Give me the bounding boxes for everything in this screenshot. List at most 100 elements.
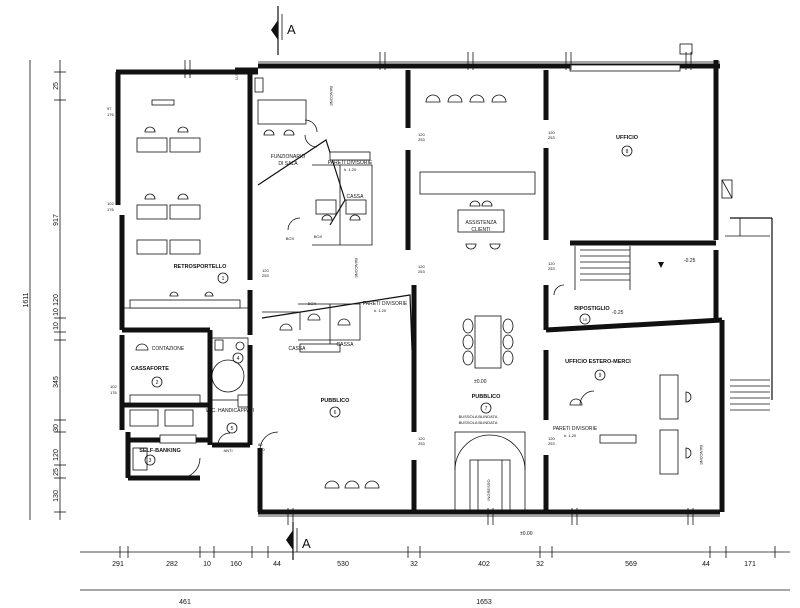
label-cassa-2: CASSA <box>289 346 307 352</box>
dim-left-7: 120 <box>53 449 60 461</box>
furniture-room-9 <box>569 374 692 475</box>
label-cassa-3: CASSA <box>337 342 355 348</box>
opening-5-h: 253 <box>548 266 555 271</box>
opening-9-h: 176 <box>107 207 114 212</box>
section-mark-top: A <box>271 6 296 55</box>
dim-bottom-9: 569 <box>625 561 637 568</box>
label-pareti-2: PARETI DIVISORIE <box>363 301 408 307</box>
cashier-boxes-top <box>257 134 373 246</box>
dim-left-5: 345 <box>53 376 60 388</box>
room-name-5: W.C. HANDICAPPATI <box>206 408 254 414</box>
room-number-2: 2 <box>156 380 159 386</box>
opening-8-h: 176 <box>107 112 114 117</box>
label-bancone-2: BANCONE <box>354 258 359 278</box>
furniture-room-1 <box>129 99 241 309</box>
opening-1-h: 253 <box>262 273 269 278</box>
window-markers <box>184 52 694 525</box>
opening-8-w: 97 <box>107 106 112 111</box>
dim-bottom-total-1: 1653 <box>476 599 492 606</box>
opening-4-w: 120 <box>548 130 555 135</box>
room-number-6: 6 <box>334 410 337 416</box>
room-number-5: 5 <box>231 426 234 432</box>
label-us: U.S. <box>234 72 239 80</box>
label-pareti-3: PARETI DIVISORIE <box>553 426 598 432</box>
label-bancone-1: BANCONE <box>329 86 334 106</box>
dim-bottom-total-0: 461 <box>179 599 191 606</box>
level-2: -0.25 <box>612 310 624 316</box>
dim-left-0: 25 <box>53 82 60 90</box>
room-number-7: 7 <box>485 406 488 412</box>
room-number-1: 1 <box>222 276 225 282</box>
label-assistenza: ASSISTENZA <box>465 220 497 226</box>
exterior-stairs <box>721 179 773 411</box>
room-number-3: 3 <box>149 458 152 464</box>
opening-3-w: 120 <box>418 264 425 269</box>
label-anti: ANTI <box>223 448 232 453</box>
room-name-8: UFFICIO <box>616 135 639 141</box>
label-bancone-3: BANCONE <box>699 445 704 465</box>
furniture-room-6 <box>324 480 380 489</box>
opening-6-w: 120 <box>418 436 425 441</box>
service-rooms <box>129 119 318 479</box>
opening-labels: 120 253 120 253 120 253 120 253 120 253 … <box>107 106 555 452</box>
room-name-10: RIPOSTIGLIO <box>574 306 610 312</box>
dim-left-6: 30 <box>53 424 60 432</box>
label-bussola-2: BUSSOLA BLINDATA <box>459 420 498 425</box>
dim-bottom-11: 171 <box>744 561 756 568</box>
room-number-10: 10 <box>583 317 588 322</box>
dim-bottom-4: 44 <box>273 561 281 568</box>
room-number-4: 4 <box>237 356 240 362</box>
dim-bottom-7: 402 <box>478 561 490 568</box>
label-box-2: BOX <box>314 234 323 239</box>
label-funzionario: FUNZIONARIO <box>271 154 306 160</box>
label-cassa-1: CASSA <box>347 194 365 200</box>
furniture-room-8 <box>569 43 693 72</box>
opening-10-h: 176 <box>110 390 117 395</box>
label-ingresso: INGRESSO <box>486 479 491 500</box>
opening-9-w: 102 <box>107 201 114 206</box>
opening-4-h: 253 <box>548 135 555 140</box>
outer-walls <box>115 60 725 517</box>
label-clienti: CLIENTI <box>471 227 490 233</box>
opening-2-h: 253 <box>418 137 425 142</box>
dim-left-9: 130 <box>53 490 60 502</box>
opening-11-w: 120 <box>548 436 555 441</box>
level-3: ±0.00 <box>474 379 487 385</box>
dim-bottom-5: 530 <box>337 561 349 568</box>
room-labels: RETROSPORTELLO 1 CASSAFORTE 2 SELF-BANKI… <box>131 135 639 466</box>
opening-5-w: 120 <box>548 261 555 266</box>
level-1: -0.25 <box>684 258 696 264</box>
dim-bottom-1: 282 <box>166 561 178 568</box>
room-number-9: 9 <box>599 373 602 379</box>
opening-6-h: 253 <box>418 441 425 446</box>
label-box-1: BOX <box>286 236 295 241</box>
door-swings-right <box>553 284 595 406</box>
dim-left-8: 25 <box>53 468 60 476</box>
room-name-9: UFFICIO ESTERO-MERCI <box>565 359 631 365</box>
label-contazione: CONTAZIONE <box>152 346 185 352</box>
dimension-line-left: 25 917 10 120 10 345 30 120 25 130 1611 <box>23 60 66 520</box>
dim-left-1: 917 <box>53 214 60 226</box>
dim-left-total: 1611 <box>23 292 30 307</box>
entrance-bussola <box>454 431 526 513</box>
furniture-assistenza <box>419 94 536 250</box>
dimension-line-bottom: 291 282 10 160 44 530 32 402 32 569 44 1… <box>80 546 790 606</box>
misc-labels: FUNZIONARIO DI SALA PARETI DIVISORIE h. … <box>152 72 704 500</box>
label-di-sala: DI SALA <box>278 161 298 167</box>
dim-bottom-3: 160 <box>230 561 242 568</box>
label-box-3: BOX <box>308 301 317 306</box>
opening-1-w: 120 <box>262 268 269 273</box>
label-bussola-1: BUSSOLA BLINDATA <box>459 414 498 419</box>
dim-bottom-0: 291 <box>112 561 124 568</box>
label-pareti-h2: h. 1.20 <box>374 308 387 313</box>
room-name-6: PUBBLICO <box>321 398 350 404</box>
furniture-funzionario <box>254 77 307 136</box>
dim-bottom-10: 44 <box>702 561 710 568</box>
level-4: ±0.00 <box>520 531 533 537</box>
room-name-2: CASSAFORTE <box>131 366 169 372</box>
dim-bottom-2: 10 <box>203 561 211 568</box>
opening-3-h: 253 <box>418 269 425 274</box>
label-pareti-h1: h. 1.20 <box>344 167 357 172</box>
section-letter-bottom: A <box>302 536 311 551</box>
